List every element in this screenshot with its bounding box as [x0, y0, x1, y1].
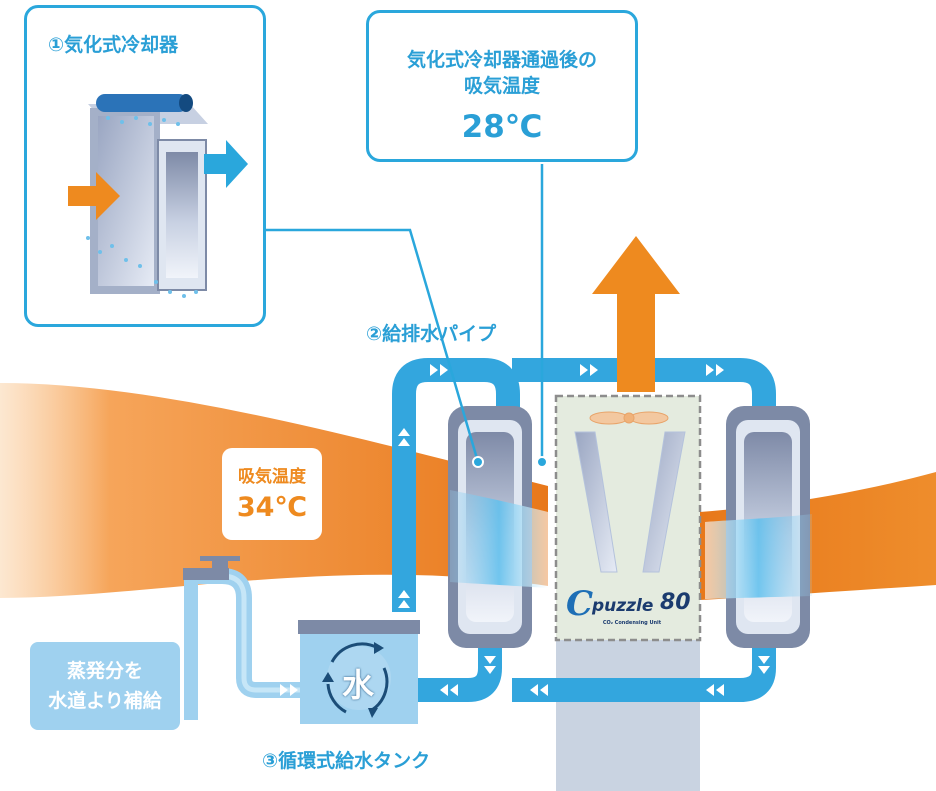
cooler-inset-illustration [68, 94, 248, 298]
refill-line1: 蒸発分を [66, 660, 143, 682]
outlet-temp-line2: 吸気温度 [463, 75, 540, 97]
tank-water-glyph: 水 [342, 666, 375, 704]
tank-label: ③循環式給水タンク [262, 750, 431, 772]
logo-brand: puzzle [592, 596, 654, 616]
intake-temp-box: 吸気温度 34℃ [222, 448, 322, 540]
outlet-temp-callout: 気化式冷却器通過後の 吸気温度 28℃ [366, 10, 638, 162]
cooler-title: ①気化式冷却器 [48, 34, 179, 56]
outlet-temp-line1: 気化式冷却器通過後の [406, 49, 597, 71]
condenser-panel-left [574, 431, 618, 573]
fan-icon [589, 411, 669, 425]
intake-temp-value: 34℃ [236, 492, 308, 523]
refill-line2: 水道より補給 [48, 690, 162, 712]
refill-note-box: 蒸発分を 水道より補給 [30, 642, 180, 730]
supply-pipe [183, 556, 306, 720]
cooled-air-right [705, 514, 812, 599]
logo-initial: C [566, 584, 594, 624]
inset-leader-dot [472, 456, 484, 468]
cooled-air-left [450, 490, 548, 588]
logo-model: 80 [660, 590, 691, 615]
inset-leader-line [264, 228, 480, 463]
unit-logo: C puzzle 80 CO₂ Condensing Unit [562, 584, 696, 630]
condenser-panel-right [642, 431, 686, 573]
unit-base [556, 640, 700, 791]
intake-temp-label: 吸気温度 [238, 467, 306, 487]
pipe-label: ②給排水パイプ [366, 323, 497, 345]
temp-leader-dot [536, 456, 548, 468]
outlet-temp-value: 28℃ [461, 109, 543, 145]
exhaust-arrow [592, 236, 680, 392]
logo-subtitle: CO₂ Condensing Unit [602, 620, 662, 626]
circulation-tank [298, 620, 420, 724]
flow-chevrons [398, 364, 770, 696]
